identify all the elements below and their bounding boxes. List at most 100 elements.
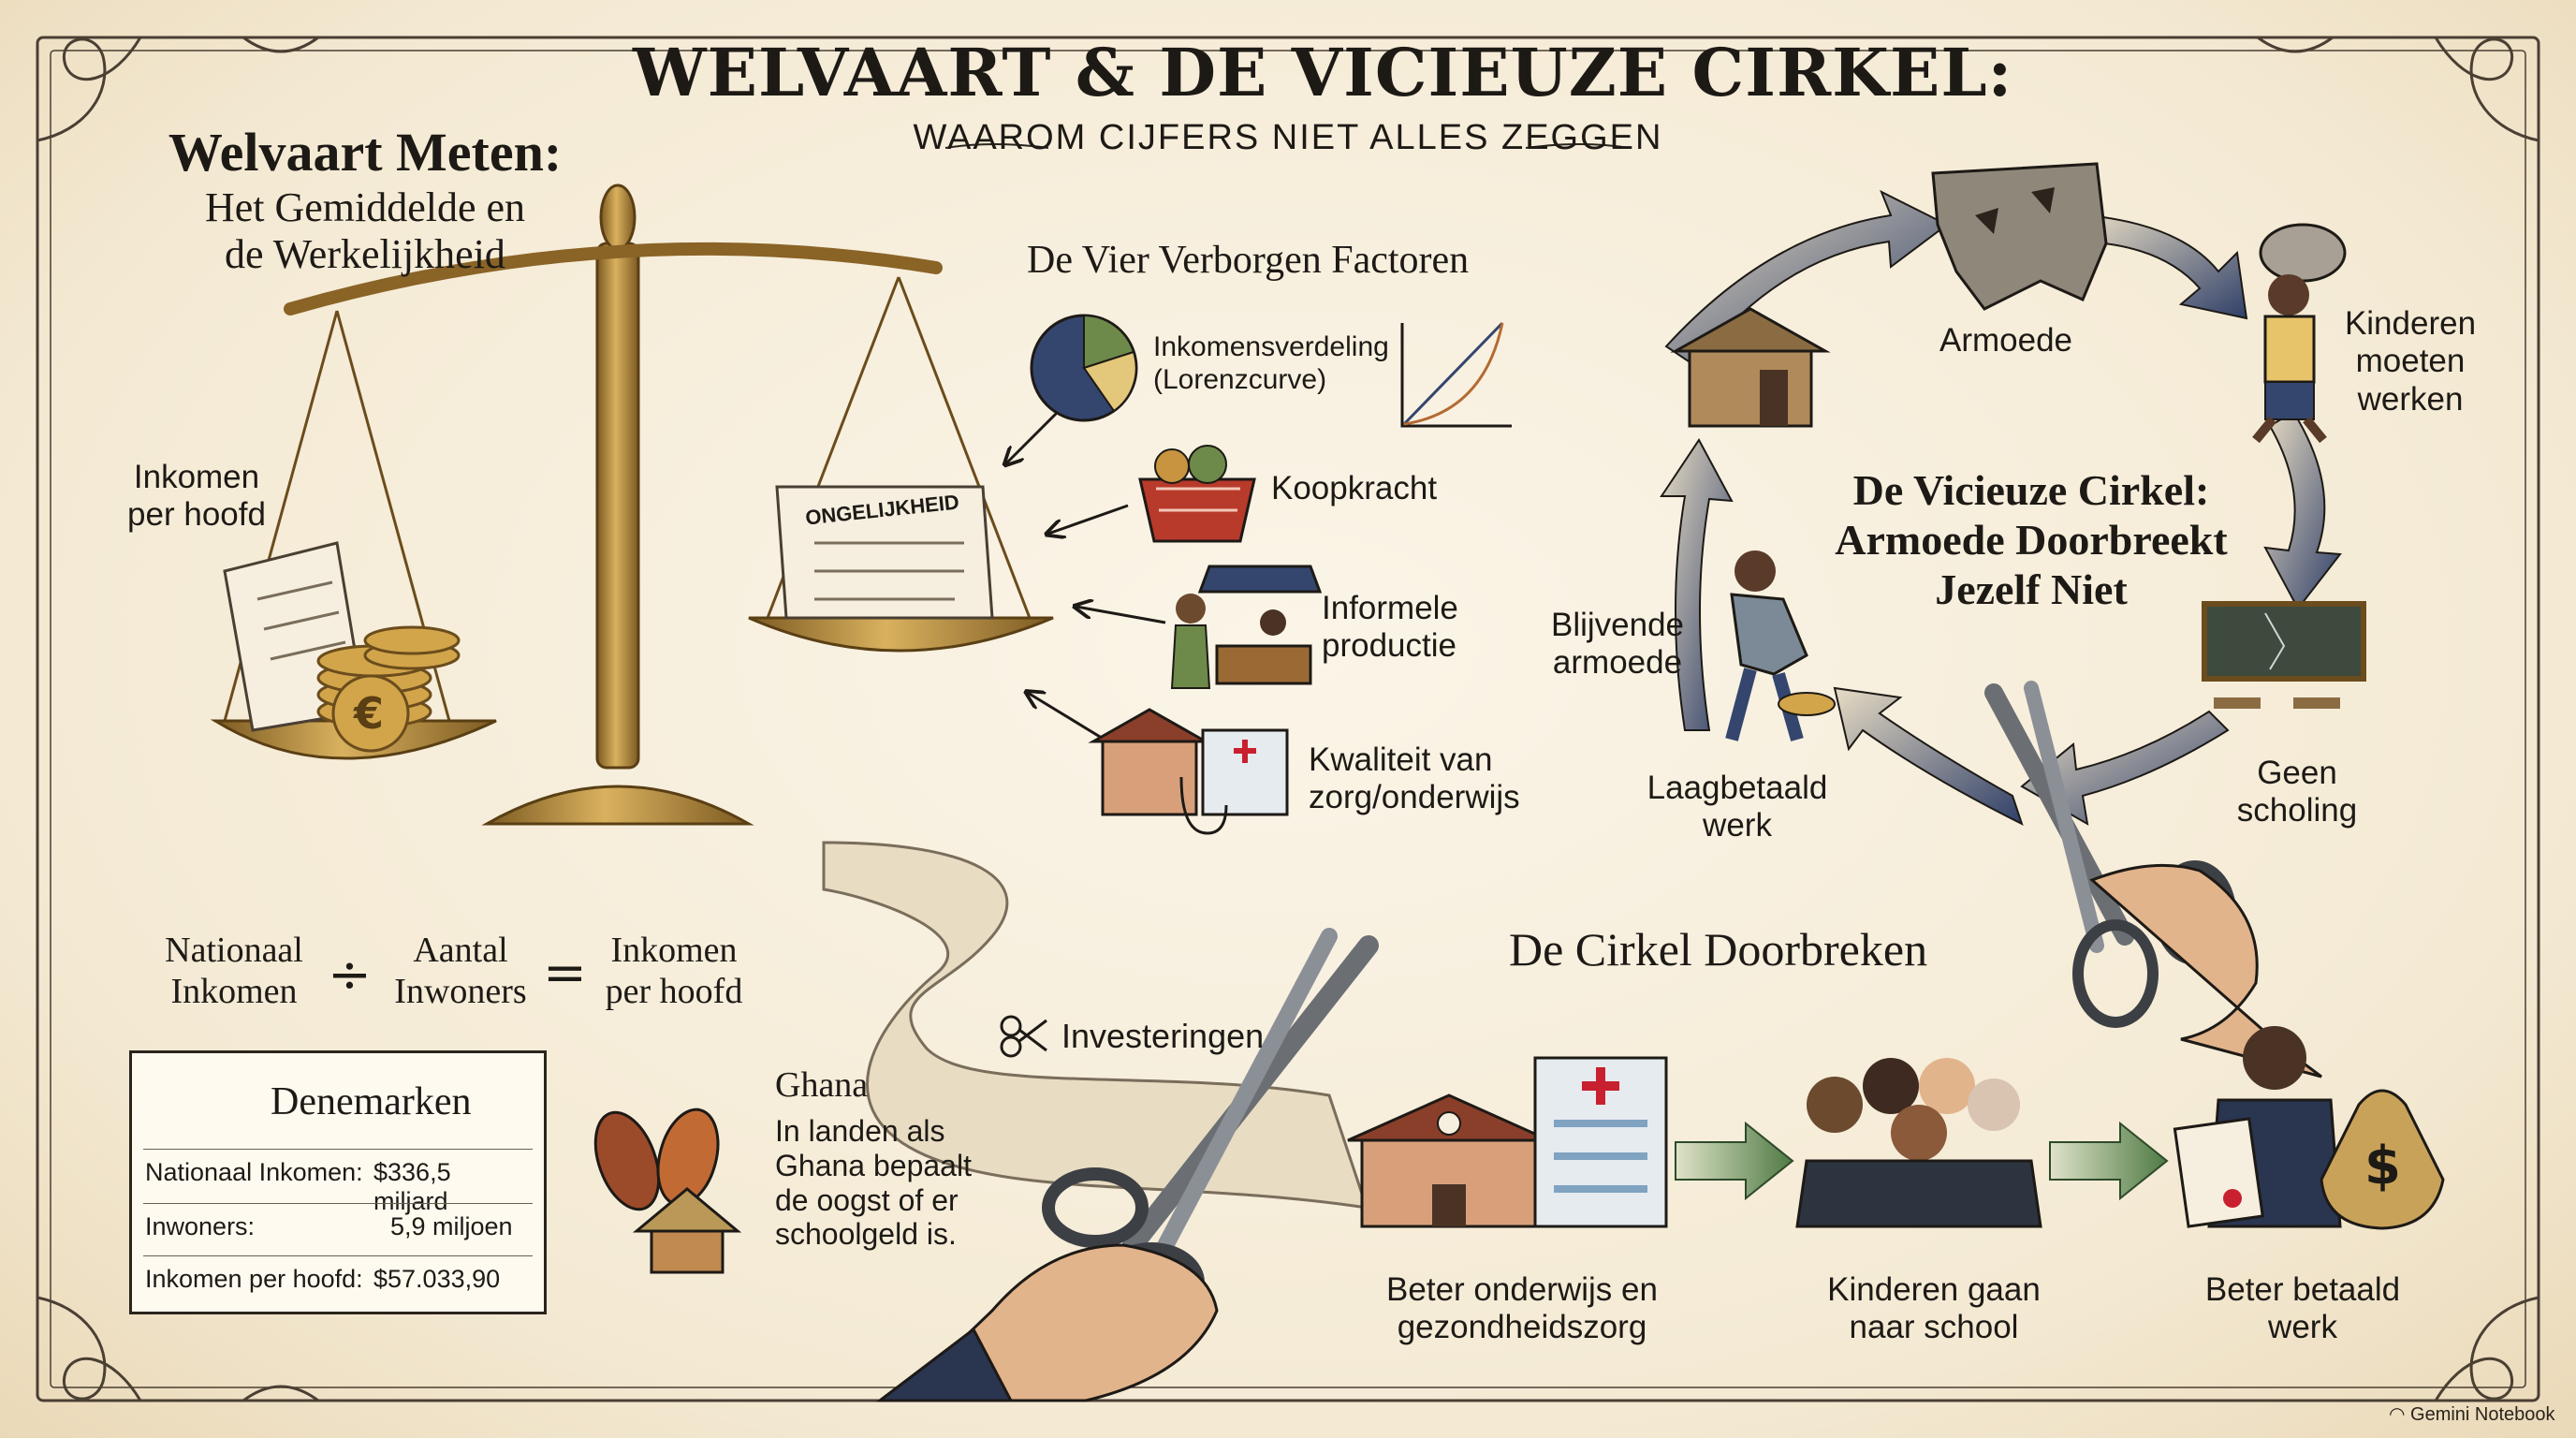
torn-cloth-icon	[1931, 162, 2108, 311]
measuring-heading-line2: Het Gemiddelde en	[204, 183, 526, 230]
factor-label-line2: productie	[1322, 627, 1456, 665]
formula-result-line2: per hoofd	[605, 971, 743, 1011]
row-label: Inkomen per hoofd:	[145, 1265, 363, 1293]
breaking-circle-heading: De Cirkel Doorbreken	[1509, 923, 1928, 976]
row-value: $336,5 miljard	[373, 1158, 451, 1215]
euro-coin-icon: €	[354, 688, 385, 739]
row-label: Nationaal Inkomen:	[145, 1158, 363, 1186]
node-children-must-work: Kinderen moeten werken	[2340, 305, 2481, 418]
formula-population: Aantal Inwoners	[376, 931, 545, 1012]
investments-label: Investeringen	[1061, 1017, 1265, 1055]
child-carrying-sack-icon	[2252, 223, 2347, 444]
pie-chart-icon	[1030, 314, 1138, 422]
row-value: 5,9 miljoen	[390, 1212, 513, 1240]
denmark-country-name: Denemarken	[271, 1080, 472, 1123]
step-better-paid-work: Beter betaald werk	[2190, 1271, 2415, 1347]
scale-left-label-line1: Inkomen	[133, 459, 260, 495]
cocoa-pod-icon	[593, 1108, 720, 1211]
factor-label-line1: Informele	[1322, 590, 1458, 626]
denmark-row-population: Inwoners: 5,9 miljoen	[145, 1212, 531, 1241]
market-stall-icon	[1170, 565, 1323, 689]
ornamental-frame	[36, 36, 2540, 1402]
broken-classroom-icon	[2202, 601, 2366, 709]
node-line2: armoede	[1552, 644, 1683, 682]
node-poverty: Armoede	[1939, 322, 2073, 359]
step-children-to-school: Kinderen gaan naar school	[1803, 1271, 2065, 1347]
step-line2: naar school	[1849, 1309, 2019, 1346]
node-low-paid-work: Laagbetaald werk	[1644, 770, 1831, 845]
factor-label-line1: Kwaliteit van	[1309, 741, 1493, 778]
school-building-icon	[1347, 1093, 1550, 1228]
investment-scissors-illustration	[875, 928, 1379, 1402]
denmark-card: Denemarken Nationaal Inkomen: $336,5 mil…	[129, 1050, 547, 1314]
ghana-text-line1: In landen als	[775, 1114, 945, 1148]
worker-icon	[1725, 550, 1836, 741]
vicious-heading-line1: De Vicieuze Cirkel:	[1852, 466, 2210, 514]
row-divider	[143, 1255, 533, 1256]
ghana-text-line3: de oogst of er	[775, 1182, 959, 1217]
node-lasting-poverty: Blijvende armoede	[1533, 607, 1702, 682]
node-line2: moeten	[2355, 343, 2466, 380]
node-line2: scholing	[2236, 792, 2358, 829]
header-flourish	[944, 143, 1630, 149]
row-divider	[143, 1203, 533, 1204]
row-value: $57.033,90	[373, 1265, 501, 1293]
node-no-schooling: Geen scholing	[2222, 755, 2372, 830]
students-group-icon	[1795, 1058, 2042, 1228]
formula-income-per-capita: Inkomen per hoofd	[590, 931, 758, 1012]
scale-left-label-line2: per hoofd	[127, 496, 266, 534]
hidden-factors-heading: De Vier Verborgen Factoren	[1027, 239, 1470, 282]
denmark-row-income-per-capita: Inkomen per hoofd: $57.033,90	[145, 1265, 531, 1294]
step-line1: Kinderen gaan	[1827, 1271, 2041, 1308]
row-divider	[143, 1149, 533, 1150]
factor-label-line2: zorg/onderwijs	[1309, 779, 1520, 816]
vicious-circle-heading: De Vicieuze Cirkel: Armoede Doorbreekt J…	[1778, 466, 2284, 615]
scale-left-label: Inkomen per hoofd	[94, 459, 300, 535]
hospital-building-icon	[1533, 1056, 1668, 1228]
watermark-text: Gemini Notebook	[2410, 1404, 2555, 1425]
watermark: ◠ Gemini Notebook	[2389, 1404, 2555, 1426]
factor-informal-production: Informele productie	[1322, 590, 1458, 666]
equals-operator: =	[543, 943, 587, 1004]
vicious-heading-line3: Jezelf Niet	[1935, 565, 2128, 613]
factor-income-distribution: Inkomensverdeling (Lorenzcurve)	[1153, 331, 1389, 396]
formula-term2-line2: Inwoners	[394, 971, 527, 1011]
ghana-text-line4: schoolgeld is.	[775, 1217, 957, 1252]
row-label: Inwoners:	[145, 1212, 256, 1240]
circle-scissors-illustration	[1984, 681, 2322, 1078]
formula-term1-line1: Nationaal	[165, 931, 303, 970]
divide-operator: ÷	[328, 945, 372, 1005]
step-line2: werk	[2268, 1309, 2337, 1346]
step-better-education-health: Beter onderwijs en gezondheidszorg	[1363, 1271, 1681, 1347]
ghana-text: In landen als Ghana bepaalt de oogst of …	[775, 1114, 972, 1252]
factor-arrows	[1006, 410, 1166, 741]
node-line1: Kinderen	[2344, 305, 2477, 342]
shopping-basket-icon	[1138, 445, 1256, 543]
node-line1: Blijvende	[1550, 607, 1685, 643]
progress-arrows	[1675, 1121, 2169, 1201]
school-hospital-icon	[1088, 708, 1289, 835]
node-line1: Laagbetaald	[1647, 770, 1828, 806]
formula-national-income: Nationaal Inkomen	[150, 931, 318, 1012]
factor-care-education-quality: Kwaliteit van zorg/onderwijs	[1309, 741, 1520, 817]
denmark-row-national-income: Nationaal Inkomen: $336,5 miljard	[145, 1158, 531, 1215]
graduate-icon	[2173, 1026, 2342, 1228]
formula-result-line1: Inkomen	[610, 931, 738, 970]
node-line3: werken	[2357, 380, 2464, 418]
shack-icon	[1670, 307, 1831, 428]
node-line1: Geen	[2257, 755, 2337, 791]
ghana-text-line2: Ghana bepaalt	[775, 1148, 972, 1182]
factor-purchasing-power: Koopkracht	[1271, 470, 1438, 506]
lorenz-curve-icon	[1400, 321, 1512, 428]
ghana-heading: Ghana	[775, 1065, 869, 1105]
node-line2: werk	[1703, 807, 1772, 844]
money-bag-icon	[2320, 1089, 2445, 1230]
circle-arrows	[1660, 189, 2342, 826]
step-line1: Beter betaald	[2204, 1271, 2401, 1308]
measuring-heading: Welvaart Meten: Het Gemiddelde en de Wer…	[122, 122, 608, 279]
measuring-heading-line3: de Werkelijkheid	[225, 231, 505, 278]
factor-label-line2: (Lorenzcurve)	[1153, 363, 1327, 395]
step-line1: Beter onderwijs en	[1386, 1271, 1658, 1308]
step-line2: gezondheidszorg	[1397, 1309, 1647, 1346]
